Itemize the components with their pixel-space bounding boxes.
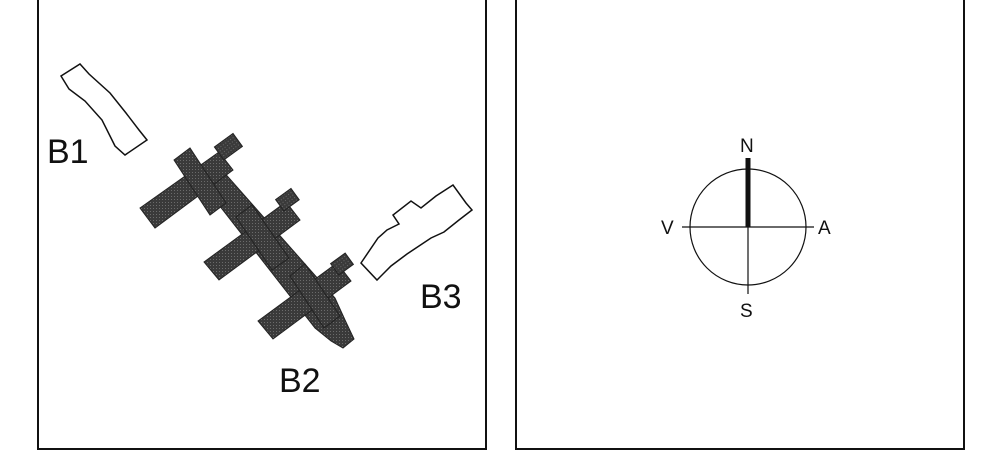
label-b2: B2: [279, 362, 321, 400]
building-b1: [59, 63, 149, 156]
building-b2: [139, 132, 355, 349]
label-b3: B3: [420, 278, 462, 316]
label-north: N: [740, 136, 754, 157]
site-plan-drawing: B1 B2 B3: [47, 63, 474, 400]
label-b1: B1: [47, 133, 89, 171]
compass-panel: N S V A: [515, 0, 965, 450]
label-south: S: [740, 301, 753, 322]
site-plan-panel: B1 B2 B3: [37, 0, 487, 450]
compass-drawing: N S V A: [661, 136, 831, 322]
label-east: A: [818, 218, 831, 239]
building-b3: [360, 183, 474, 282]
label-west: V: [661, 218, 674, 239]
